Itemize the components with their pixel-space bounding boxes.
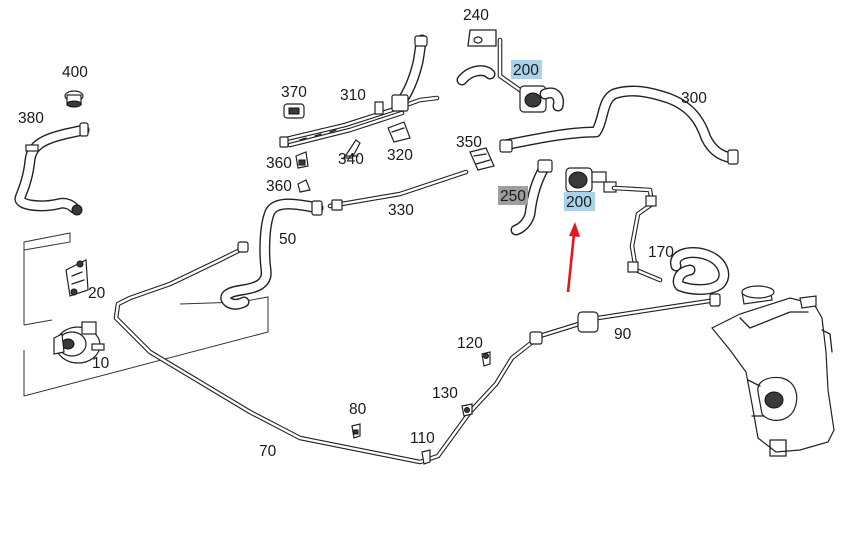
- pump-group-frame: [23, 232, 269, 397]
- callout-90: 90: [614, 326, 632, 343]
- callout-370: 370: [281, 84, 307, 101]
- clip-120: [481, 351, 491, 367]
- callout-300: 300: [681, 90, 707, 107]
- hose-250: [510, 159, 553, 236]
- bracket-20: [65, 259, 89, 297]
- clip-130: [461, 403, 473, 417]
- pump-10: [53, 321, 105, 364]
- callout-360-lower: 360: [266, 178, 292, 195]
- callout-110: 110: [410, 430, 435, 447]
- callout-170: 170: [648, 244, 674, 261]
- hose-50: [220, 198, 324, 310]
- pipe-330: [327, 169, 469, 211]
- valve-200: [565, 167, 617, 193]
- callout-380: 380: [18, 110, 44, 127]
- clip-340: [342, 139, 361, 159]
- clip-80: [351, 423, 361, 439]
- callout-20: 20: [88, 285, 106, 302]
- callout-80: 80: [349, 401, 367, 418]
- red-arrow-indicator: [566, 222, 580, 293]
- hose-240-assembly: [456, 29, 564, 113]
- highlight-200-top: [511, 60, 542, 79]
- sleeve-350: [469, 147, 495, 171]
- highlight-250: [498, 186, 528, 205]
- callout-320: 320: [387, 147, 413, 164]
- callout-310: 310: [340, 87, 366, 104]
- callout-340: 340: [338, 151, 364, 168]
- clip-360b: [297, 179, 311, 193]
- bracket-320: [387, 121, 411, 143]
- callout-70: 70: [259, 443, 277, 460]
- callout-130: 130: [432, 385, 458, 402]
- callout-240: 240: [463, 7, 489, 24]
- pipe-170: [611, 185, 663, 283]
- clip-110: [421, 449, 431, 465]
- callout-50: 50: [279, 231, 297, 248]
- pipe-70-90: [113, 241, 721, 465]
- hose-300: [499, 85, 739, 165]
- callout-120: 120: [457, 335, 483, 352]
- callout-360-upper: 360: [266, 155, 292, 172]
- pipe-310: [279, 34, 440, 148]
- clip-360a: [295, 151, 309, 169]
- highlight-200-center: [564, 192, 595, 211]
- callout-200-center: 200: [566, 194, 592, 211]
- callout-330: 330: [388, 202, 414, 219]
- callout-10: 10: [92, 355, 110, 372]
- clip-400: [64, 90, 84, 108]
- callout-350: 350: [456, 134, 482, 151]
- callout-200-top: 200: [513, 62, 539, 79]
- callout-labels: 240 200 400 370 310 300 380 350 340 320 …: [18, 7, 707, 460]
- hose-loop-170: [670, 247, 730, 295]
- hose-380: [14, 122, 90, 216]
- callout-400: 400: [62, 64, 88, 81]
- callout-250: 250: [500, 188, 526, 205]
- clip-370: [283, 103, 305, 119]
- expansion-tank: [711, 285, 835, 457]
